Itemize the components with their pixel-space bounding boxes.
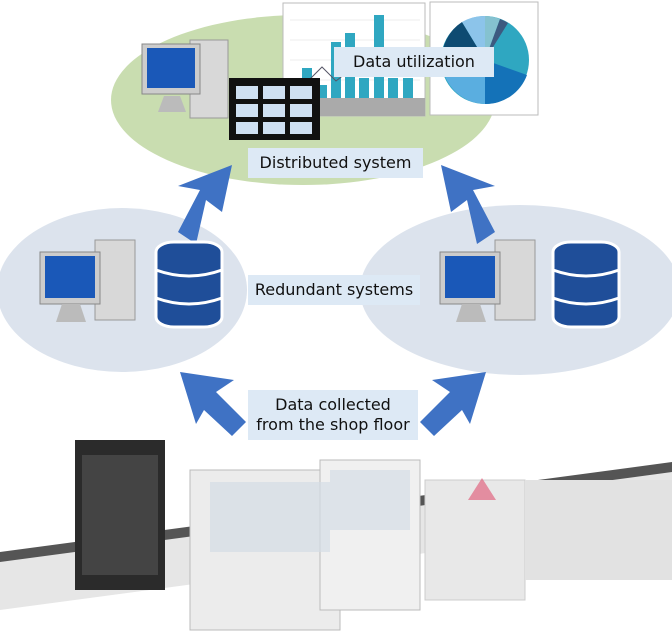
factory-line-image bbox=[0, 440, 672, 631]
database-icon-left bbox=[154, 240, 224, 329]
arrows bbox=[178, 165, 495, 436]
redundant-systems-label: Redundant systems bbox=[248, 275, 420, 305]
computer-icon-left bbox=[39, 239, 136, 322]
computer-icon-top bbox=[141, 39, 229, 119]
computer-icon-right bbox=[439, 239, 536, 322]
table-icon bbox=[229, 78, 320, 140]
data-utilization-label: Data utilization bbox=[334, 47, 494, 77]
arrow-up-right-left bbox=[178, 165, 232, 244]
arrow-up-right-bottom bbox=[420, 372, 486, 436]
arrow-up-left-bottom bbox=[180, 372, 246, 436]
arrow-up-left-right bbox=[441, 165, 495, 244]
data-collected-label: Data collected from the shop floor bbox=[248, 390, 418, 440]
database-icon-right bbox=[551, 240, 621, 329]
distributed-system-label: Distributed system bbox=[248, 148, 423, 178]
